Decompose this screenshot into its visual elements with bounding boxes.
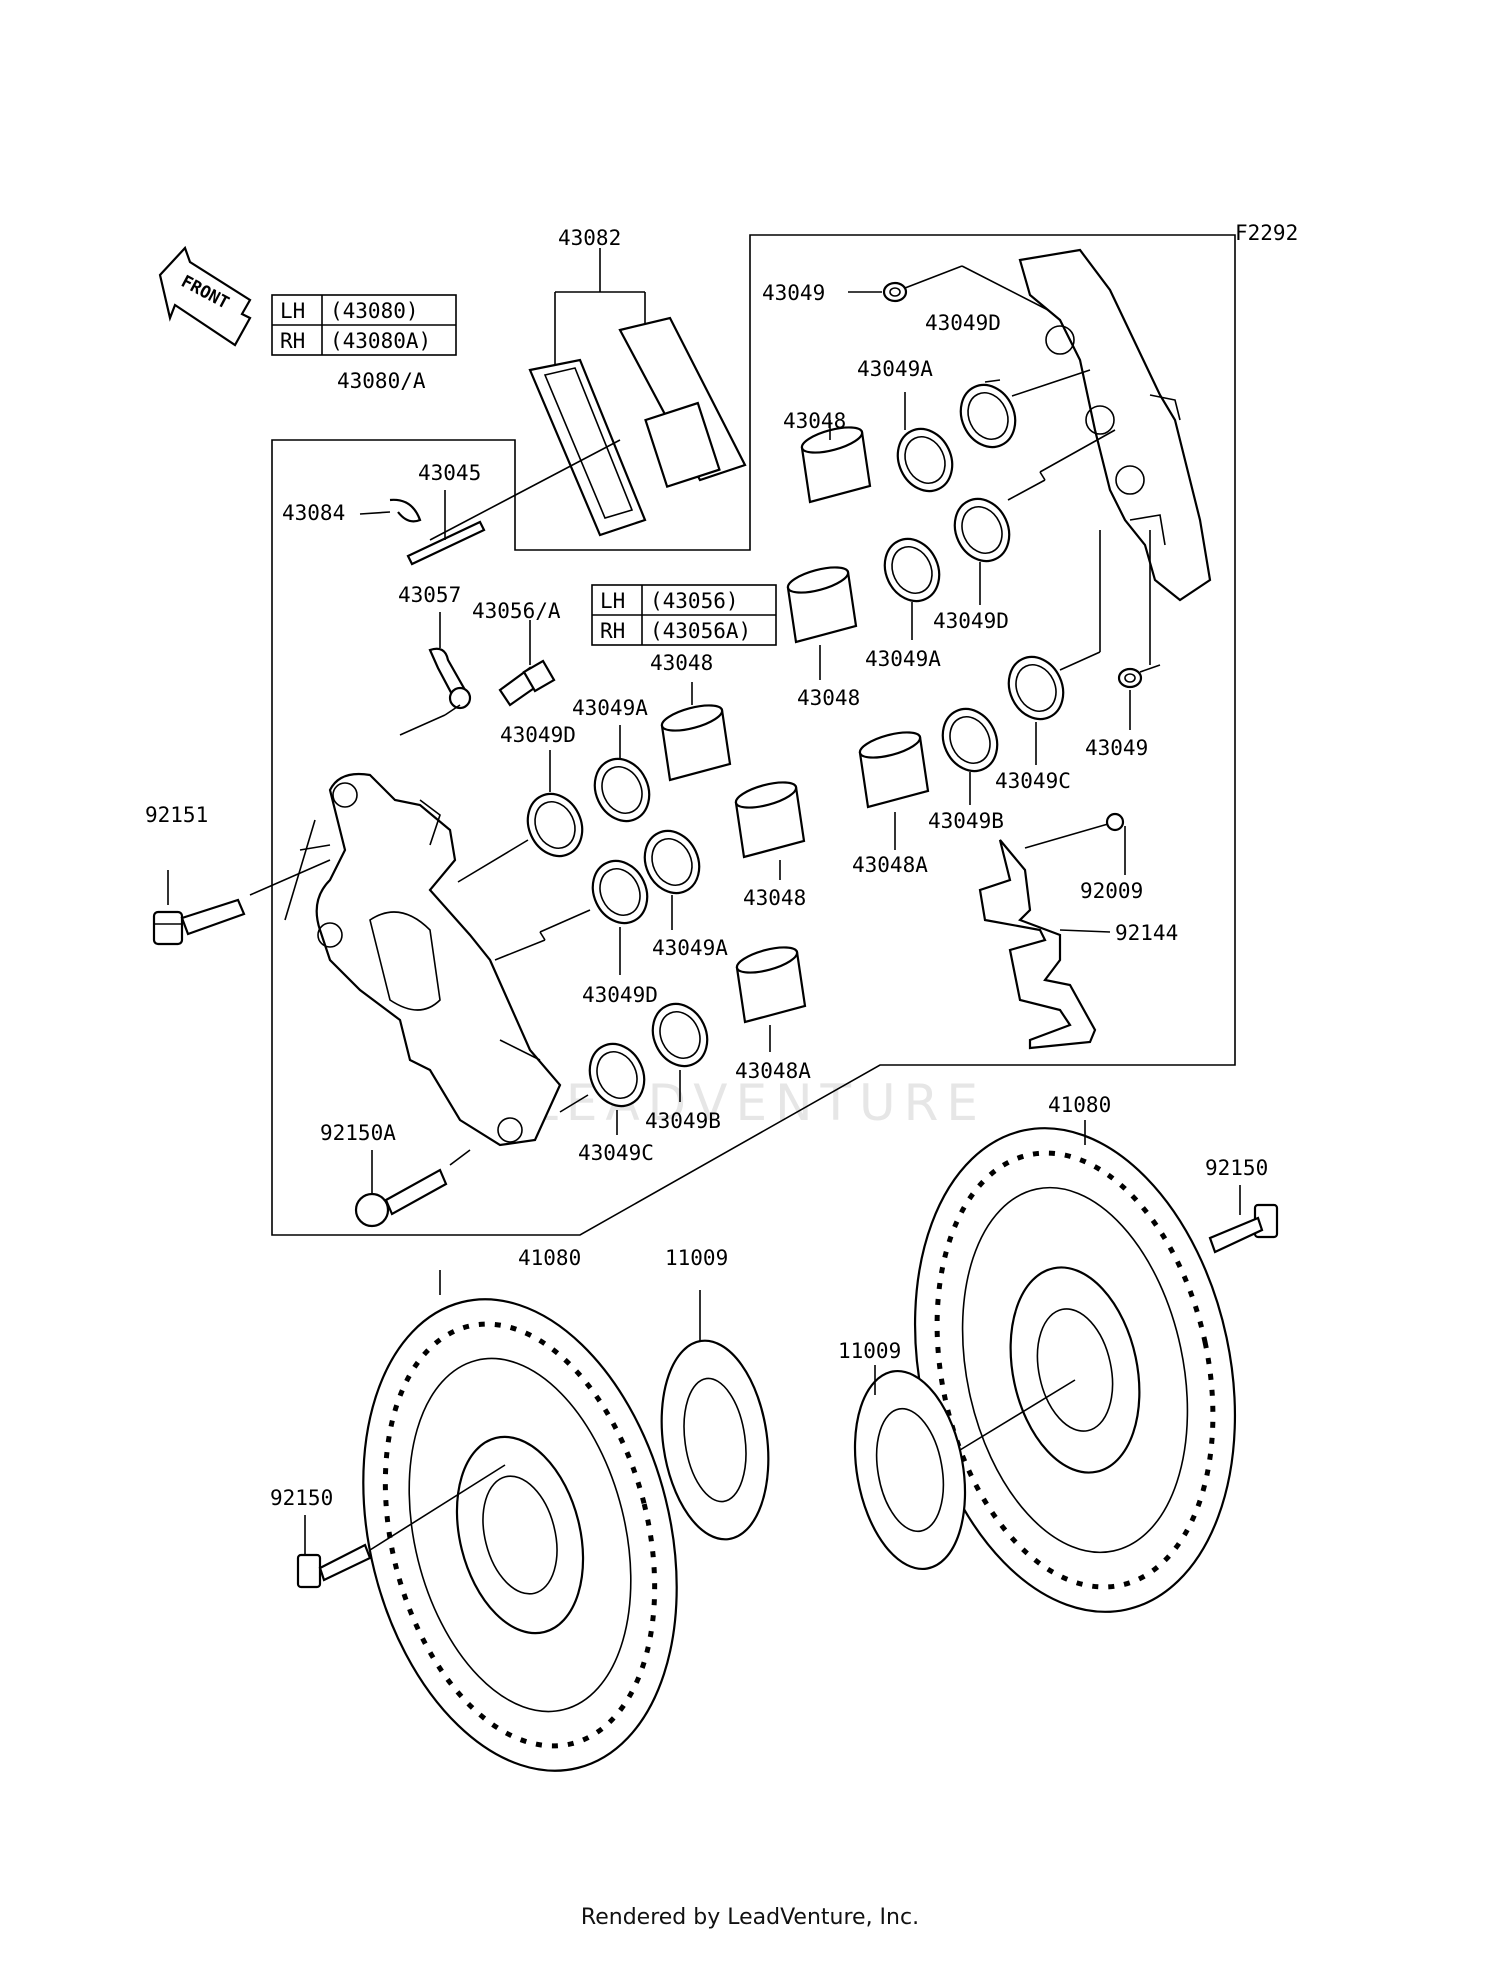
- brake-disc-left: [362, 1270, 678, 1772]
- seal-d-left-top: [516, 783, 594, 867]
- pin-clip: [359, 498, 422, 523]
- label-seal-c-right: 43049C: [995, 769, 1071, 793]
- front-arrow-icon: FRONT: [158, 245, 252, 347]
- label-seal-d-left-top: 43049D: [500, 723, 576, 747]
- label-seal-a-mid-right: 43049A: [865, 647, 941, 671]
- washer-top: [848, 265, 1049, 311]
- seal-d-top-right: [949, 374, 1027, 458]
- disc-shim-right: [853, 1365, 1076, 1571]
- label-seal-d-mid-right: 43049D: [933, 609, 1009, 633]
- piston-left-top: [658, 699, 732, 782]
- label-bolt-left: 92150: [270, 1486, 333, 1510]
- label-seal-b-left: 43049B: [645, 1109, 721, 1133]
- label-piston-a-right: 43048A: [852, 853, 928, 877]
- bleed-valve-side-table: LH (43056) RH (43056A): [591, 584, 777, 646]
- label-seal-d-left-mid: 43049D: [582, 983, 658, 1007]
- label-washer-top: 43049: [762, 281, 825, 305]
- seal-b-left: [641, 993, 719, 1077]
- bleed-valve: [498, 620, 556, 707]
- label-disc-right: 41080: [1048, 1093, 1111, 1117]
- pad-spring: [978, 839, 1111, 1050]
- seal-d-mid-right: [943, 488, 1021, 572]
- seal-c-right: [997, 646, 1075, 730]
- footer-credit: Rendered by LeadVenture, Inc.: [580, 1905, 920, 1930]
- label-bleeder-screw: 92009: [1080, 879, 1143, 903]
- left-leaders: [399, 682, 781, 1135]
- label-bolt-right: 92150: [1205, 1156, 1268, 1180]
- disc-bolt-right: [1208, 1185, 1279, 1254]
- label-pad-spring: 92144: [1115, 921, 1178, 945]
- bleeder-screw: [1024, 812, 1126, 875]
- disc-bolt-left: [296, 1464, 506, 1589]
- valve-cap: [428, 612, 472, 710]
- disc-shim-left: [660, 1290, 770, 1541]
- label-washer-right: 43049: [1085, 736, 1148, 760]
- label-piston-mid-right: 43048: [797, 686, 860, 710]
- washer-right: [1117, 664, 1161, 730]
- label-valve-cap: 43057: [398, 583, 461, 607]
- caliper-body-left: [284, 772, 562, 1147]
- caliper-rh-label: RH: [280, 329, 305, 353]
- seal-a-top-right: [886, 418, 964, 502]
- caliper-rh-value: (43080A): [330, 329, 431, 353]
- seal-a-mid-right: [873, 528, 951, 612]
- bleed-rh-label: RH: [600, 619, 625, 643]
- caliper-lh-label: LH: [280, 299, 305, 323]
- piston-mid-right: [784, 561, 858, 644]
- label-seal-b-right: 43049B: [928, 809, 1004, 833]
- caliper-bolt: [152, 859, 331, 946]
- label-piston-left-mid: 43048: [743, 886, 806, 910]
- seal-a-left-top: [583, 748, 661, 832]
- label-piston-top-right: 43048: [783, 409, 846, 433]
- label-seal-a-left-top: 43049A: [572, 696, 648, 720]
- caliper-side-table: LH (43080) RH (43080A): [271, 294, 457, 356]
- brake-disc-right: [913, 1120, 1237, 1613]
- label-disc-left: 41080: [518, 1246, 581, 1270]
- label-seal-a-left-mid: 43049A: [652, 936, 728, 960]
- label-seal-d-top-right: 43049D: [925, 311, 1001, 335]
- right-leaders: [819, 369, 1116, 850]
- bleed-lh-value: (43056): [650, 589, 739, 613]
- piston-a-right: [856, 726, 930, 809]
- bleed-rh-value: (43056A): [650, 619, 751, 643]
- label-caliper: 43080/A: [337, 369, 426, 393]
- seal-b-right: [931, 698, 1009, 782]
- label-clip: 43084: [282, 501, 345, 525]
- piston-top-right: [798, 421, 872, 504]
- label-piston-left-top: 43048: [650, 651, 713, 675]
- piston-left-mid: [732, 776, 806, 859]
- pad-pin: [406, 490, 486, 566]
- brake-pads: [429, 316, 747, 541]
- label-pad-set: 43082: [558, 226, 621, 250]
- label-pin: 43045: [418, 461, 481, 485]
- label-piston-a-left: 43048A: [735, 1059, 811, 1083]
- label-caliper-bolt-lower: 92150A: [320, 1121, 396, 1145]
- caliper-body-right: [1018, 248, 1212, 665]
- diagram-code: F2292: [1235, 221, 1298, 245]
- caliper-lh-value: (43080): [330, 299, 419, 323]
- label-shim-left: 11009: [665, 1246, 728, 1270]
- label-shim-right: 11009: [838, 1339, 901, 1363]
- caliper-bolt-lower: [354, 1149, 471, 1228]
- bleed-lh-label: LH: [600, 589, 625, 613]
- label-caliper-bolt: 92151: [145, 803, 208, 827]
- label-bleed-valve: 43056/A: [472, 599, 561, 623]
- part-labels: 43082 43080/A 43045 43084 43057 43056/A …: [145, 226, 1268, 1510]
- caliper-assembly-frame: [271, 234, 1236, 1236]
- label-seal-c-left: 43049C: [578, 1141, 654, 1165]
- label-seal-a-top-right: 43049A: [857, 357, 933, 381]
- piston-a-left: [733, 941, 807, 1024]
